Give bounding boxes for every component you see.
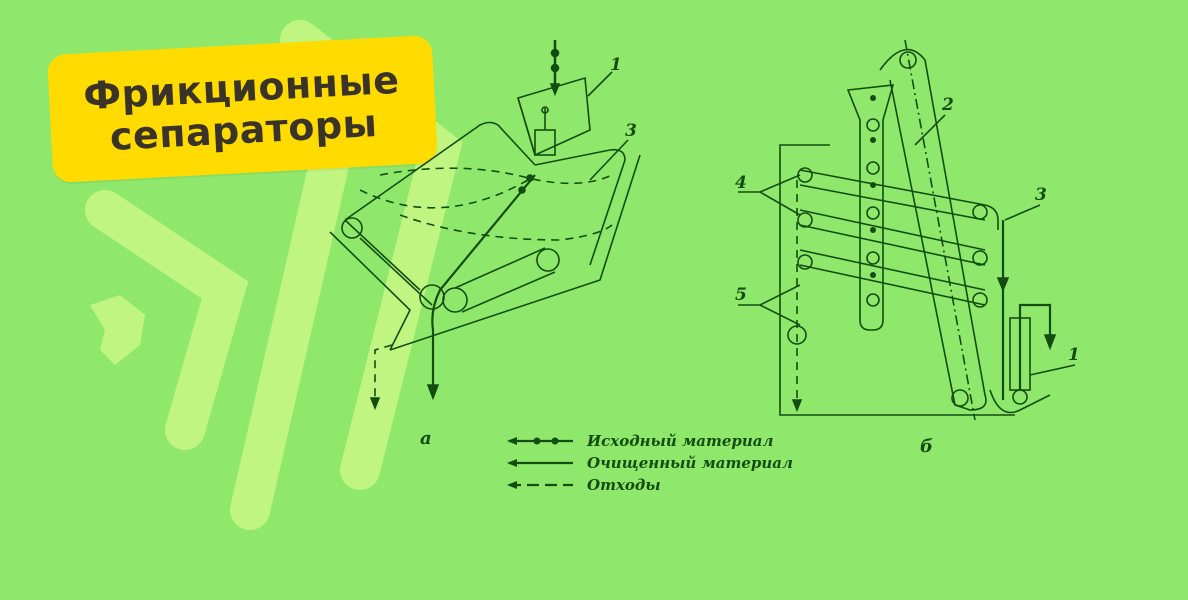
callout-b-3: 3: [1035, 185, 1047, 205]
caption-a: а: [420, 428, 432, 449]
legend-label: Очищенный материал: [587, 454, 794, 472]
solid-arrow-icon: [507, 459, 573, 467]
dashed-arrow-icon: [507, 481, 573, 489]
callout-b-5: 5: [735, 285, 747, 305]
legend-label: Отходы: [587, 476, 661, 494]
legend: Исходный материал Очищенный материал Отх…: [505, 430, 793, 496]
legend-item-cleaned: Очищенный материал: [505, 452, 793, 474]
solid-dotted-arrow-icon: [507, 437, 573, 445]
diagram-a-belt-separator: [329, 40, 641, 411]
diagram-b-shelf-separator: [738, 39, 1076, 421]
callout-b-1: 1: [1068, 345, 1080, 365]
legend-item-source: Исходный материал: [505, 430, 793, 452]
legend-label: Исходный материал: [587, 432, 774, 450]
caption-b: б: [920, 436, 933, 457]
callout-a-1: 1: [610, 55, 622, 75]
legend-item-waste: Отходы: [505, 474, 793, 496]
callout-b-2: 2: [941, 95, 954, 115]
callout-b-4: 4: [735, 173, 747, 193]
callout-a-3: 3: [625, 121, 637, 141]
